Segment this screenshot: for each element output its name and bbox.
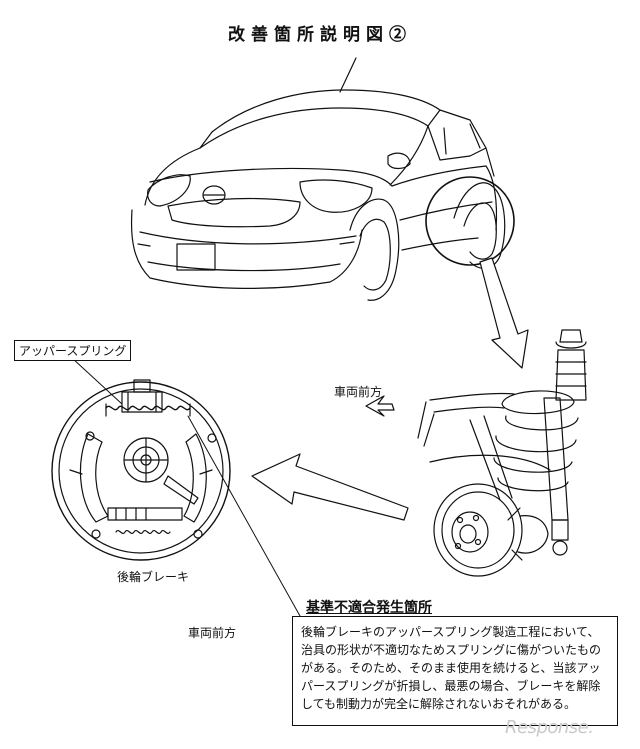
vehicle-forward-label-bottom: 車両前方 bbox=[188, 626, 237, 640]
callout-arrow-icon bbox=[479, 257, 529, 369]
rear-brake-label: 後輪ブレーキ bbox=[117, 570, 190, 584]
vehicle-forward-label-top: 車両前方 bbox=[334, 385, 383, 399]
brake-drum-assembly-icon bbox=[51, 379, 231, 561]
nonconformity-heading: 基準不適合発生箇所 bbox=[306, 600, 432, 616]
rear-suspension-assembly-icon bbox=[417, 329, 587, 577]
forward-direction-arrow-icon bbox=[365, 395, 395, 417]
detail-arrow-icon bbox=[251, 453, 409, 521]
car-illustration-icon bbox=[130, 57, 506, 301]
nonconformity-description-text: 後輪ブレーキのアッパースプリング製造工程において、治具の形状が不適切なためスプリ… bbox=[301, 625, 602, 711]
upper-spring-label: アッパースプリング bbox=[14, 340, 132, 361]
watermark-logo: Response. bbox=[505, 717, 594, 738]
page-title: 改善箇所説明図② bbox=[228, 25, 412, 45]
nonconformity-description-box: 後輪ブレーキのアッパースプリング製造工程において、治具の形状が不適切なためスプリ… bbox=[292, 616, 618, 726]
upper-spring-leader-line bbox=[71, 357, 123, 405]
rear-wheel-highlight-circle bbox=[425, 176, 515, 266]
nonconformity-leader-line bbox=[187, 415, 301, 617]
